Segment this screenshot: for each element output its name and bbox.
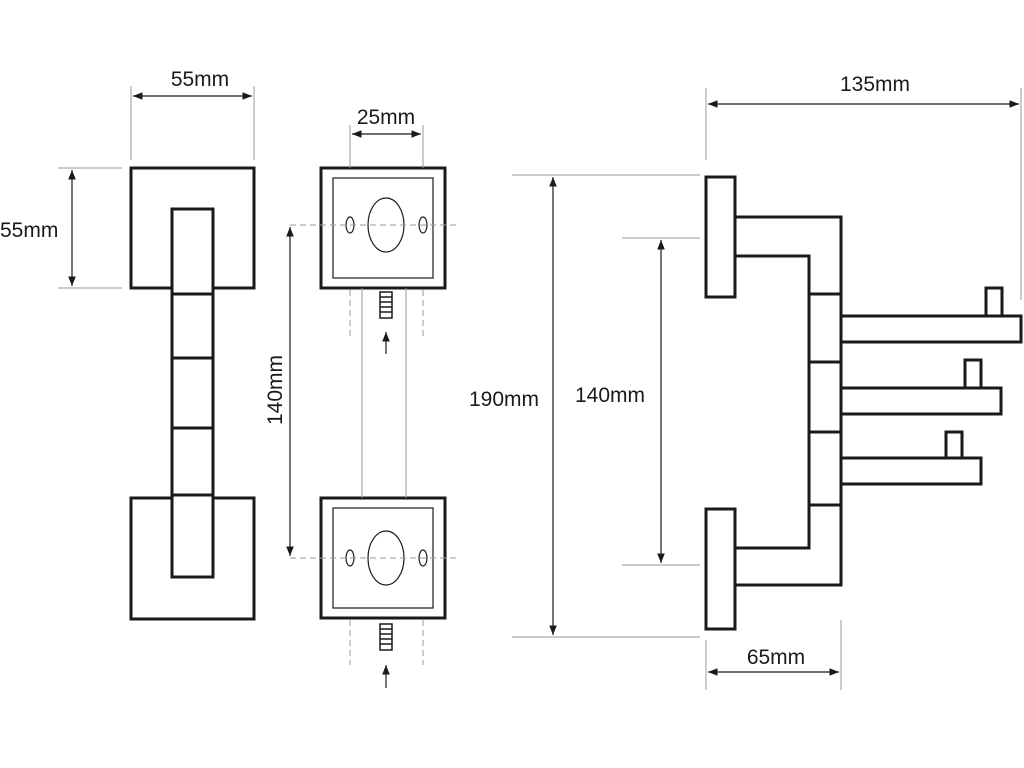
swing-arm <box>839 314 1023 344</box>
dim-hole-spacing: 25mm <box>357 106 415 129</box>
arm-end-peg <box>963 358 983 390</box>
front-view: 55mm 55mm <box>0 68 256 621</box>
top-mounting-plate <box>319 166 447 290</box>
top-wall-plate-side <box>704 175 737 299</box>
arm-end-peg <box>984 286 1004 318</box>
swing-arm <box>839 386 1003 416</box>
screw-icon <box>379 623 393 651</box>
screw-icon <box>379 291 393 319</box>
front-column <box>170 207 215 579</box>
dim-overall-height: 190mm <box>469 388 539 411</box>
plate-inner-outline <box>332 177 434 279</box>
dim-front-height: 55mm <box>0 219 58 242</box>
bottom-wall-plate-side <box>704 507 737 631</box>
dim-overall-depth: 135mm <box>840 73 910 96</box>
screw-hole <box>418 216 428 234</box>
screw-hole <box>418 549 428 567</box>
dim-front-width: 55mm <box>171 68 229 91</box>
arm-end-peg <box>944 430 964 460</box>
swing-arm <box>839 456 983 486</box>
dim-mount-spacing-back: 140mm <box>264 355 287 425</box>
dim-plate-depth: 65mm <box>747 646 805 669</box>
back-view: 25mm 140mm <box>264 106 460 688</box>
side-view: 190mm 140mm 135mm 65mm <box>469 73 1023 690</box>
dim-mount-spacing-side: 140mm <box>575 384 645 407</box>
bracket-frame <box>733 215 843 587</box>
